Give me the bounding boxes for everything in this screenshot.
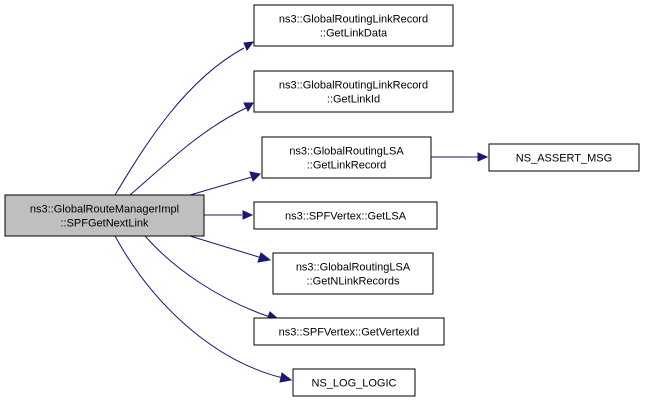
arrowhead <box>249 171 262 182</box>
arrowhead <box>243 102 254 113</box>
node-box[interactable] <box>292 368 416 397</box>
node-box[interactable] <box>253 4 454 47</box>
node-label-line: ns3::GlobalRoutingLinkRecord <box>279 14 428 26</box>
node-label-line: ::GetLinkRecord <box>307 160 386 172</box>
node-getlsa[interactable]: ns3::SPFVertex::GetLSA <box>253 201 438 230</box>
arrowhead <box>477 152 489 162</box>
node-label-line: ::GetLinkId <box>327 94 380 106</box>
edge-root-to-getlinkrecord <box>189 171 262 196</box>
node-label-line: ::GetNLinkRecords <box>307 276 400 288</box>
node-box[interactable] <box>253 317 445 346</box>
node-box[interactable] <box>488 143 640 172</box>
node-label-line: ns3::GlobalRoutingLSA <box>289 146 404 158</box>
node-box[interactable] <box>272 252 434 295</box>
node-label-line: ns3::GlobalRoutingLSA <box>296 262 411 274</box>
node-box[interactable] <box>253 201 438 230</box>
node-box[interactable] <box>253 70 454 113</box>
node-box[interactable] <box>261 136 432 179</box>
edge-root-to-getlinkid <box>129 102 254 196</box>
edge-line <box>129 107 247 196</box>
node-box[interactable] <box>4 194 205 237</box>
edge-root-to-loglogic <box>114 235 293 383</box>
arrowhead <box>242 210 254 220</box>
edges-layer <box>114 41 489 383</box>
edge-root-to-getvertexid <box>144 235 280 321</box>
node-getlinkdata[interactable]: ns3::GlobalRoutingLinkRecord::GetLinkDat… <box>253 4 454 47</box>
node-label-line: ns3::GlobalRouteManagerImpl <box>30 204 179 216</box>
arrowhead <box>257 252 272 263</box>
node-loglogic[interactable]: NS_LOG_LOGIC <box>292 368 416 397</box>
edge-root-to-getlinkdata <box>114 41 255 196</box>
arrowhead <box>279 372 293 383</box>
node-label-line: ns3::GlobalRoutingLinkRecord <box>279 80 428 92</box>
node-label-line: NS_ASSERT_MSG <box>516 153 612 165</box>
node-label-line: ns3::SPFVertex::GetLSA <box>285 211 407 223</box>
node-label-line: ::SPFGetNextLink <box>60 218 149 230</box>
node-assertmsg[interactable]: NS_ASSERT_MSG <box>488 143 640 172</box>
node-getlinkrecord[interactable]: ns3::GlobalRoutingLSA::GetLinkRecord <box>261 136 432 179</box>
node-label-line: ::GetLinkData <box>320 28 388 40</box>
edge-line <box>189 176 253 196</box>
edge-line <box>114 47 245 196</box>
arrowhead <box>243 41 255 51</box>
nodes-layer: ns3::GlobalRouteManagerImpl::SPFGetNextL… <box>4 4 640 397</box>
edge-root-to-getlsa <box>204 210 254 220</box>
node-getlinkid[interactable]: ns3::GlobalRoutingLinkRecord::GetLinkId <box>253 70 454 113</box>
edge-line <box>144 235 271 318</box>
node-getvertexid[interactable]: ns3::SPFVertex::GetVertexId <box>253 317 445 346</box>
node-label-line: ns3::SPFVertex::GetVertexId <box>279 327 420 339</box>
edge-line <box>114 235 284 379</box>
edge-line <box>189 235 263 259</box>
edge-root-to-getnlinkrecords <box>189 235 272 263</box>
node-getnlinkrecords[interactable]: ns3::GlobalRoutingLSA::GetNLinkRecords <box>272 252 434 295</box>
edge-getlinkrecord-to-assertmsg <box>431 152 489 162</box>
node-root[interactable]: ns3::GlobalRouteManagerImpl::SPFGetNextL… <box>4 194 205 237</box>
node-label-line: NS_LOG_LOGIC <box>312 378 397 390</box>
